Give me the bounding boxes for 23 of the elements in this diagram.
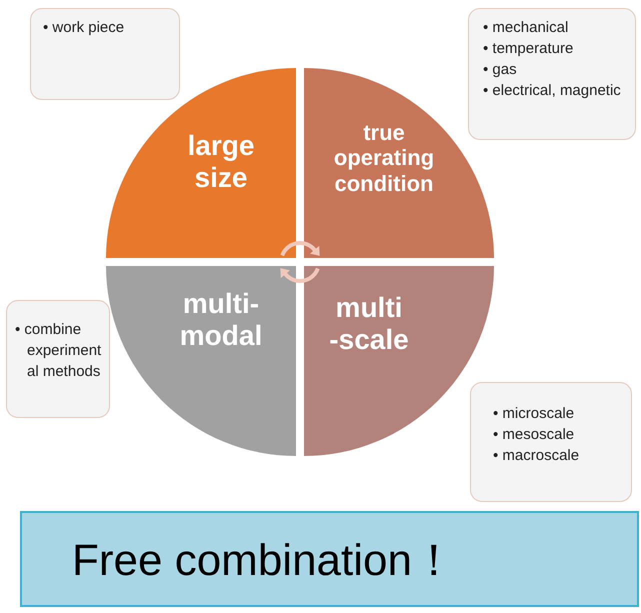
- bullet-item: • work piece: [43, 18, 126, 38]
- bullet-item: • mesoscale: [493, 425, 576, 445]
- banner-box: [20, 511, 639, 607]
- bullet-item: • mechanical: [483, 18, 570, 38]
- bullet-item: • microscale: [493, 404, 576, 424]
- callout-box: [6, 300, 110, 418]
- bullet-item: • macroscale: [493, 446, 580, 466]
- callout-box: [30, 8, 180, 100]
- callout-box: [468, 8, 636, 140]
- quadrant-segment: [106, 68, 296, 258]
- segment-label: large size: [186, 130, 256, 194]
- quadrant-segment: [106, 266, 296, 456]
- bullet-item: • temperature: [483, 39, 574, 59]
- segment-label: multi -scale: [328, 292, 410, 356]
- segment-label: multi- modal: [178, 288, 264, 352]
- callout-box: [470, 382, 632, 502]
- bullet-item: • electrical, magnetic: [483, 81, 622, 101]
- quadrant-segment: [304, 266, 494, 456]
- segment-label: true operating condition: [332, 120, 436, 196]
- bullet-item: • combine experiment al methods: [15, 320, 102, 382]
- banner-text: Free combination！: [72, 535, 456, 587]
- quadrant-segment: [304, 68, 494, 258]
- bullet-item: • gas: [483, 60, 518, 80]
